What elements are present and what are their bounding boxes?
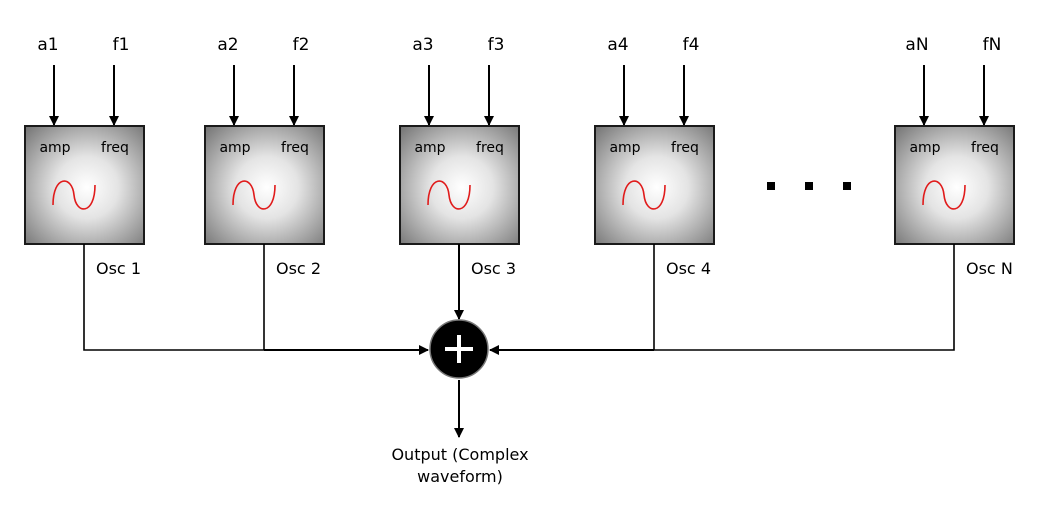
output-label-line-2: waveform)	[417, 467, 503, 486]
amp-label: amp	[39, 140, 70, 156]
oscillator-label: Osc 3	[471, 259, 516, 278]
freq-input-label: f4	[683, 35, 700, 55]
freq-input-label: f1	[113, 35, 130, 55]
freq-input-label: f2	[293, 35, 310, 55]
amp-label: amp	[219, 140, 250, 156]
oscillator-box	[894, 125, 1015, 245]
wire-osc-n	[654, 244, 955, 351]
freq-label: freq	[281, 140, 309, 156]
amp-label: amp	[414, 140, 445, 156]
amp-label: amp	[609, 140, 640, 156]
oscillator-label: Osc N	[966, 259, 1013, 278]
oscillator-1: a1 f1 amp freq Osc 1	[24, 35, 145, 278]
oscillator-label: Osc 4	[666, 259, 711, 278]
sine-wave-icon	[52, 180, 96, 210]
connection-wires	[83, 244, 955, 438]
sine-wave-icon	[922, 180, 966, 210]
amp-label: amp	[909, 140, 940, 156]
amp-input-label: aN	[905, 35, 928, 55]
oscillator-label: Osc 2	[276, 259, 321, 278]
oscillator-4: a4 f4 amp freq Osc 4	[594, 35, 715, 278]
oscillator-2: a2 f2 amp freq Osc 2	[204, 35, 325, 278]
ellipsis-dots	[767, 182, 851, 190]
oscillator-box	[24, 125, 145, 245]
ellipsis-dot	[805, 182, 813, 190]
sine-wave-icon	[427, 180, 471, 210]
ellipsis-dot	[843, 182, 851, 190]
freq-label: freq	[101, 140, 129, 156]
sine-wave-icon	[622, 180, 666, 210]
sine-wave-icon	[232, 180, 276, 210]
amp-input-label: a1	[37, 35, 58, 55]
oscillator-3: a3 f3 amp freq Osc 3	[399, 35, 520, 278]
output-label: Output (Complex waveform)	[391, 445, 528, 486]
oscillator-label: Osc 1	[96, 259, 141, 278]
freq-label: freq	[671, 140, 699, 156]
freq-label: freq	[971, 140, 999, 156]
amp-input-label: a2	[217, 35, 238, 55]
amp-input-label: a3	[412, 35, 433, 55]
oscillator-n: aN fN amp freq Osc N	[894, 35, 1015, 278]
ellipsis-dot	[767, 182, 775, 190]
oscillator-box	[594, 125, 715, 245]
freq-input-label: f3	[488, 35, 505, 55]
wire-osc-1	[83, 244, 264, 351]
oscillator-box	[399, 125, 520, 245]
amp-input-label: a4	[607, 35, 628, 55]
output-label-line-1: Output (Complex	[391, 445, 528, 464]
summing-node	[429, 319, 489, 379]
freq-input-label: fN	[983, 35, 1002, 55]
freq-label: freq	[476, 140, 504, 156]
